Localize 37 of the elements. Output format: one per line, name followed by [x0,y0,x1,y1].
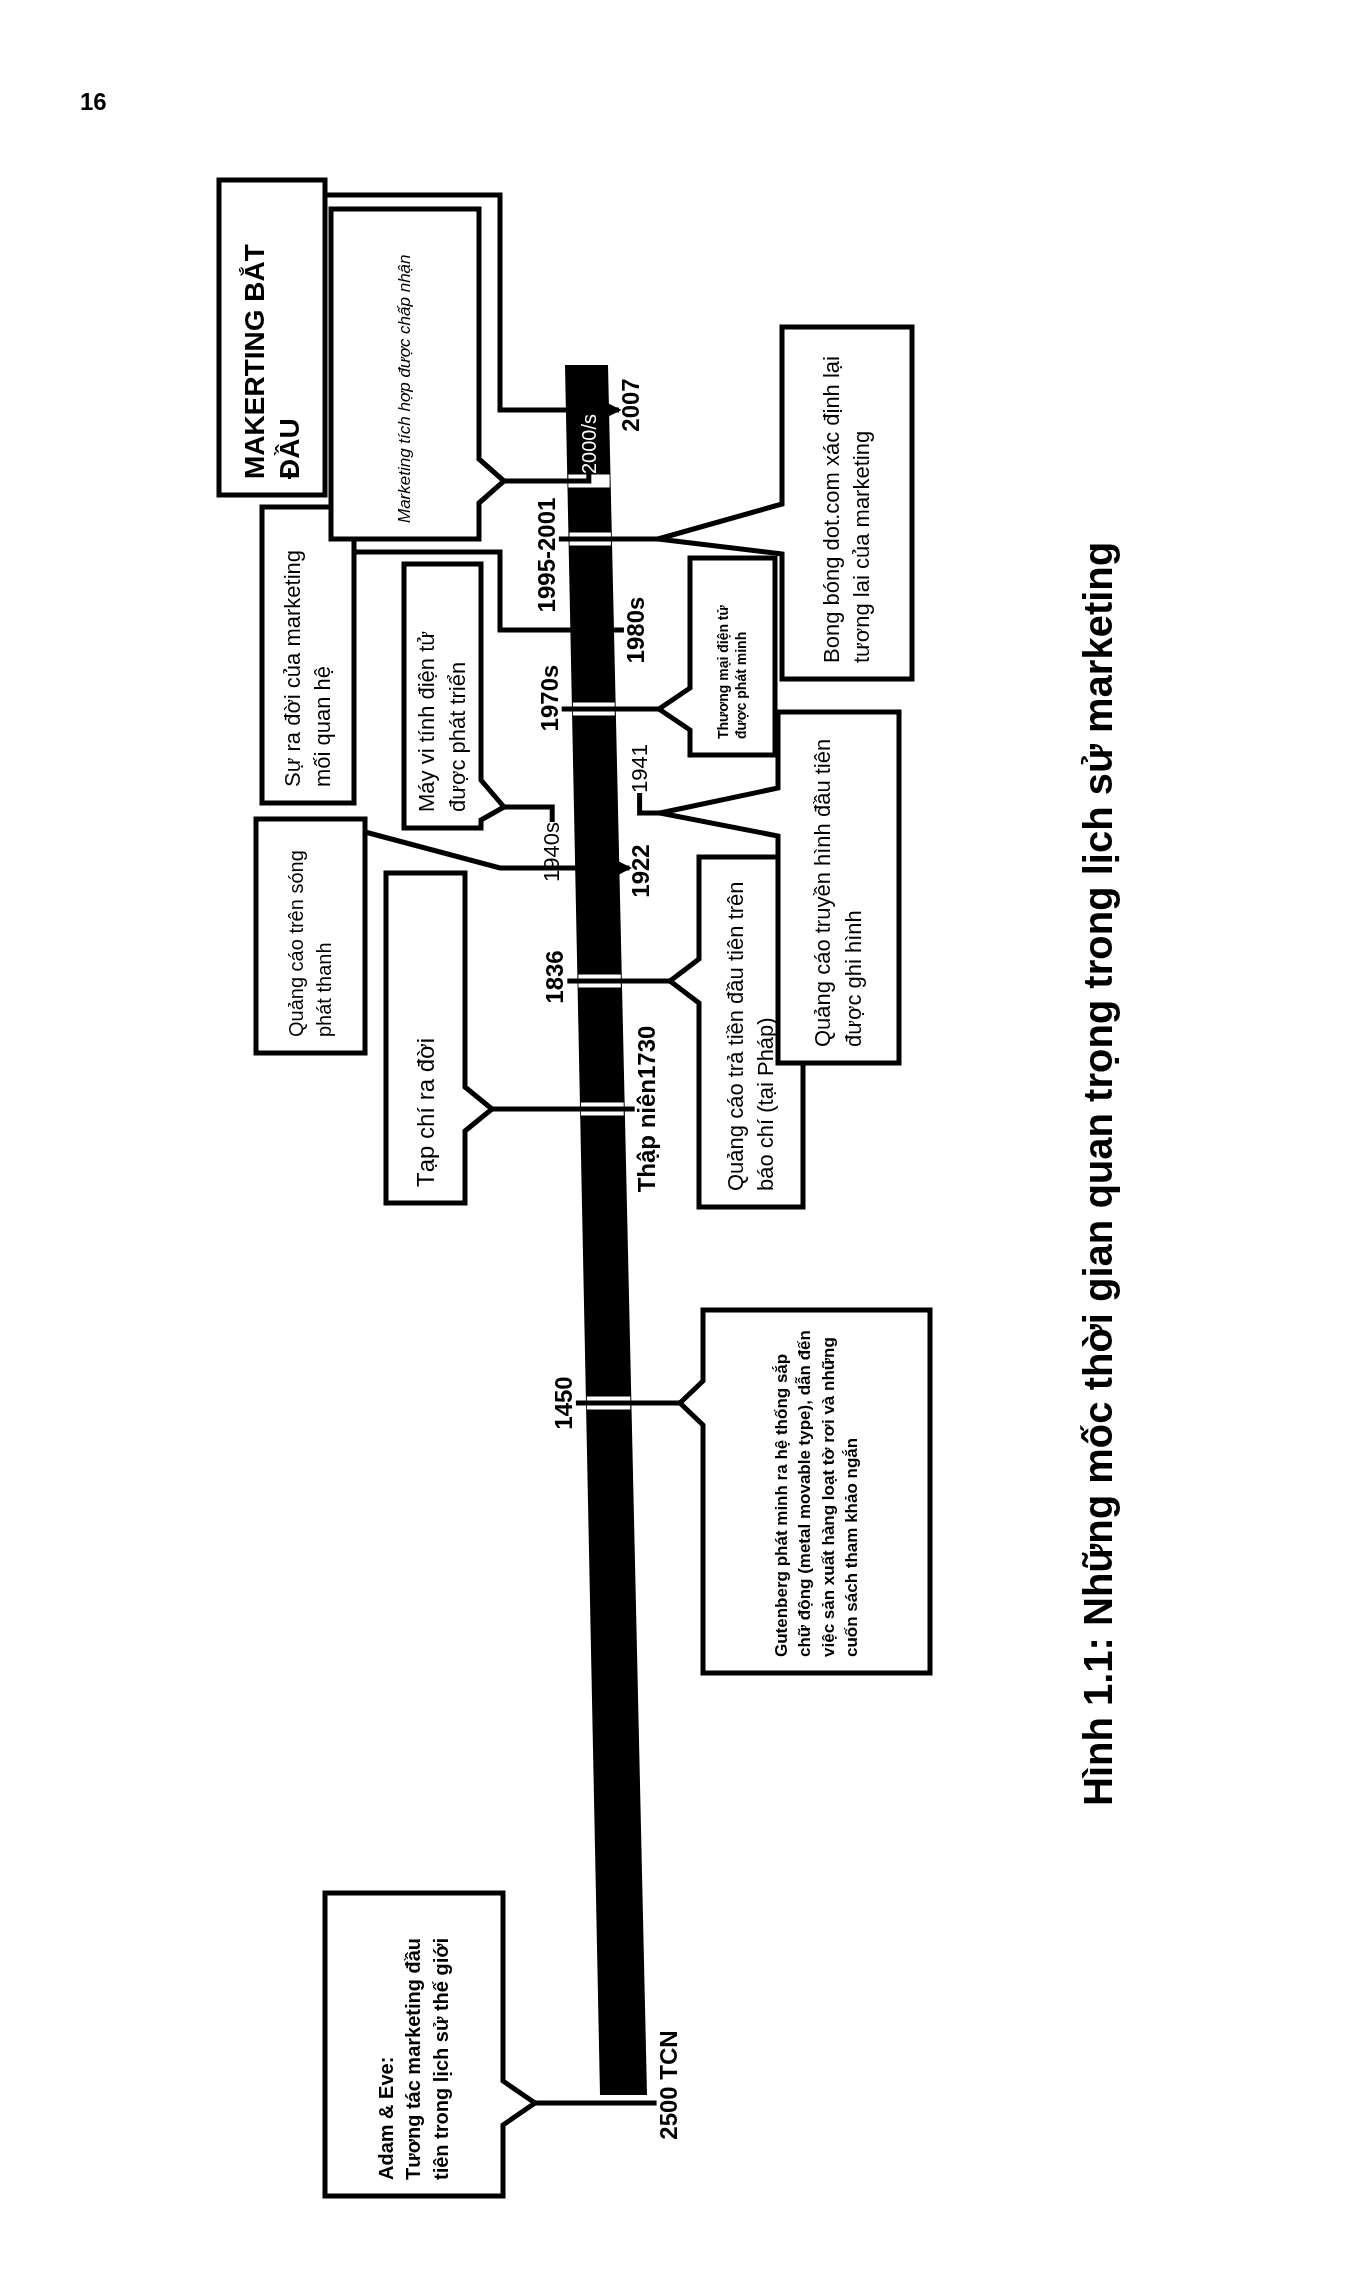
tick-line [637,793,660,816]
callout-text: Quảng cáo truyền hình đầu tiên được ghi hình [809,737,867,1047]
callout-text: Tạp chí ra đời [410,1036,440,1187]
tick-line [561,706,659,712]
callout-text: Marketing tích hợp được chấp nhận [394,253,416,523]
speech-bubble [262,507,354,803]
year-label: 2007 [618,378,643,432]
speech-bubble [219,180,325,495]
callout-text: Quảng cáo trên sóng phát thanh [284,849,336,1037]
callout-text: Sự ra đời của marketing mối quan hệ [278,548,336,787]
speech-bubble [331,209,504,539]
tick-line [535,2100,657,2106]
tick-line [504,474,592,484]
tick-line [575,1400,680,1406]
year-label: 1450 [551,1376,576,1430]
year-label: 1970s [537,664,562,732]
figure-caption: Hình 1.1: Những mốc thời gian quan trọng trong lịch sử marketing [1075,541,1121,1806]
year-label: 1836 [543,950,568,1004]
tick-line [558,536,658,542]
year-label: Thập niên1730 [634,1025,659,1193]
tick-line [504,804,555,822]
year-label: 2000/s [576,413,601,474]
page-number: 16 [80,87,107,117]
speech-bubble [256,819,365,1053]
speech-bubble [386,873,492,1203]
year-label: 1922 [629,844,654,898]
callout-text: Quảng cáo trả tiền đầu tiên trên báo chí (tại Pháp) [721,880,779,1191]
callout-text: Gutenberg phát minh ra hệ thống sắp chữ động (metal movable type), dẫn đến việc sản xuất hàng loạt tờ rơi và những cuốn sách tham khảo ngắn [770,1329,862,1657]
tick-line [492,1106,635,1112]
year-label: 1995-2001 [534,497,559,613]
speech-bubble [680,1310,930,1673]
callout-text: MAKERTING BẮT ĐẦU [238,243,306,479]
callout-text: Bong bóng dot.com xác định lại tương lai của marketing [817,355,875,663]
year-label: 1980s [623,596,648,664]
year-label: 2500 TCN [656,2030,681,2140]
tick-line [567,978,670,984]
year-label: 1941 [627,744,652,793]
